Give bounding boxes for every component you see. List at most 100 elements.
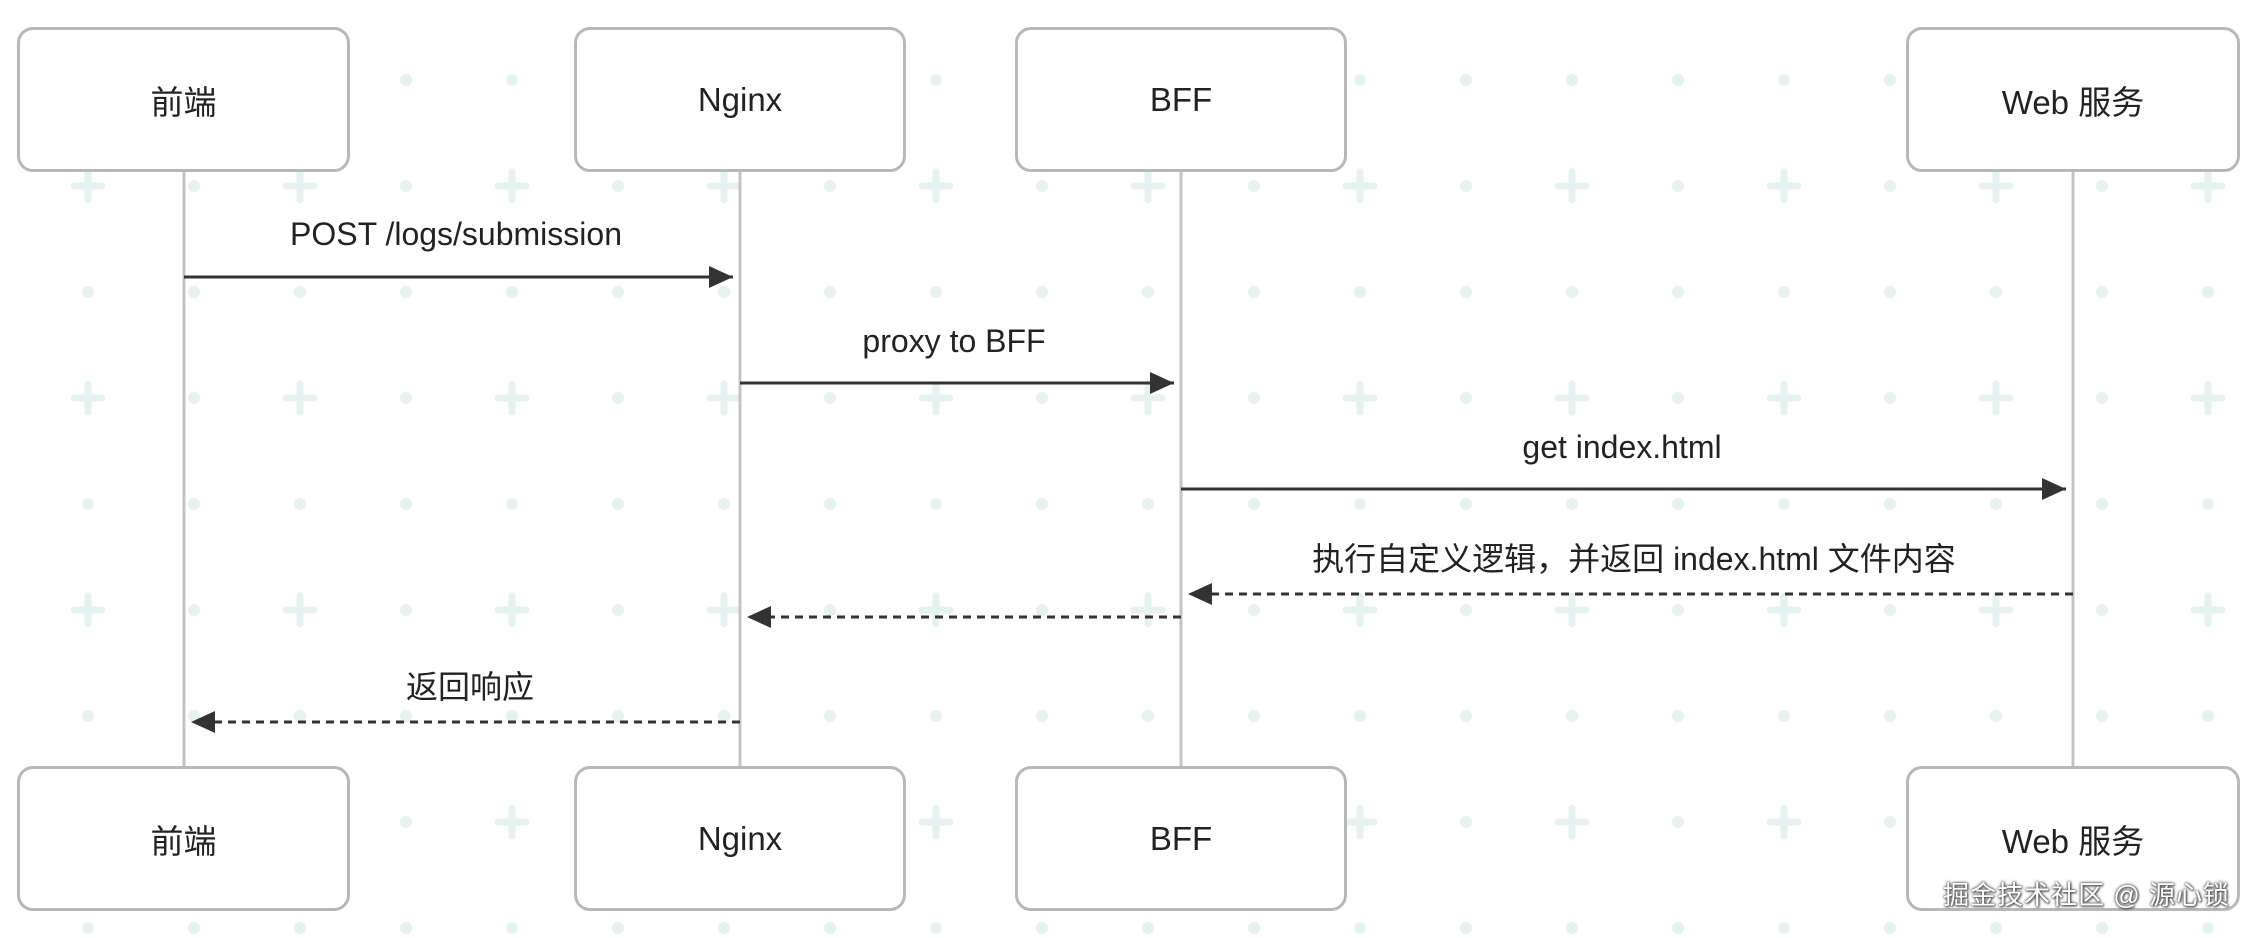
- background-plus-mark: [1554, 168, 1590, 204]
- background-dot: [400, 180, 412, 192]
- background-dot: [400, 74, 412, 86]
- background-dot: [294, 710, 306, 722]
- background-dot: [824, 392, 836, 404]
- background-dot: [1672, 922, 1684, 934]
- background-dot: [718, 922, 730, 934]
- background-dot: [1036, 180, 1048, 192]
- background-dot: [1248, 604, 1260, 616]
- background-dot: [1884, 392, 1896, 404]
- background-dot: [400, 922, 412, 934]
- background-plus-mark: [706, 168, 742, 204]
- background-plus-mark: [1554, 380, 1590, 416]
- background-dot: [2202, 286, 2214, 298]
- message-label-return-index-html: 执行自定义逻辑，并返回 index.html 文件内容: [1312, 541, 1956, 577]
- background-dot: [1460, 922, 1472, 934]
- background-dot: [612, 922, 624, 934]
- message-label-get-index-html: get index.html: [1522, 429, 1722, 465]
- background-dot: [1566, 286, 1578, 298]
- background-dot: [1142, 710, 1154, 722]
- background-dot: [1672, 816, 1684, 828]
- background-dot: [1990, 710, 2002, 722]
- background-plus-mark: [1342, 804, 1378, 840]
- background-dot: [188, 710, 200, 722]
- background-dot: [294, 498, 306, 510]
- background-dot: [1036, 604, 1048, 616]
- background-dot: [2202, 498, 2214, 510]
- background-dot: [930, 74, 942, 86]
- background-dot: [1036, 392, 1048, 404]
- background-dot: [1248, 286, 1260, 298]
- background-dot: [1672, 498, 1684, 510]
- background-plus-mark: [1766, 168, 1802, 204]
- background-plus-mark: [282, 380, 318, 416]
- background-dot: [1672, 180, 1684, 192]
- background-dot: [612, 498, 624, 510]
- background-plus-mark: [1130, 168, 1166, 204]
- background-plus-mark: [918, 592, 954, 628]
- background-dot: [1354, 922, 1366, 934]
- participant-nginx-top: Nginx: [574, 27, 906, 172]
- background-plus-mark: [2190, 592, 2226, 628]
- background-dot: [1778, 286, 1790, 298]
- arrowhead-get-index-html: [2042, 478, 2066, 500]
- background-dot: [1460, 816, 1472, 828]
- background-plus-mark: [1554, 804, 1590, 840]
- background-dot: [188, 498, 200, 510]
- participant-web-service-bottom: Web 服务: [1906, 766, 2240, 911]
- background-dot: [1142, 286, 1154, 298]
- background-dot: [824, 922, 836, 934]
- background-dot: [1778, 710, 1790, 722]
- background-plus-mark: [918, 804, 954, 840]
- background-dot: [1672, 710, 1684, 722]
- background-dot: [82, 286, 94, 298]
- background-dot: [1566, 922, 1578, 934]
- background-dot: [930, 710, 942, 722]
- background-dot: [188, 604, 200, 616]
- background-dot: [1884, 498, 1896, 510]
- background-plus-mark: [494, 592, 530, 628]
- background-dot: [1778, 922, 1790, 934]
- background-dot: [612, 180, 624, 192]
- background-dot: [1460, 710, 1472, 722]
- background-dot: [930, 498, 942, 510]
- background-dot: [2096, 180, 2108, 192]
- background-dot: [1460, 392, 1472, 404]
- background-dot: [1672, 286, 1684, 298]
- participant-bff-bottom: BFF: [1015, 766, 1347, 911]
- background-dot: [1566, 498, 1578, 510]
- background-plus-mark: [2190, 168, 2226, 204]
- message-label-proxy-to-bff: proxy to BFF: [862, 323, 1046, 359]
- background-dot: [188, 922, 200, 934]
- background-dot: [1142, 922, 1154, 934]
- background-plus-mark: [1342, 380, 1378, 416]
- background-dot: [1990, 498, 2002, 510]
- arrowhead-return-to-nginx: [747, 606, 771, 628]
- background-dot: [400, 604, 412, 616]
- background-plus-mark: [918, 168, 954, 204]
- background-dot: [1248, 180, 1260, 192]
- background-dot: [1248, 710, 1260, 722]
- background-plus-mark: [1978, 592, 2014, 628]
- background-dot: [1884, 710, 1896, 722]
- background-plus-mark: [1342, 592, 1378, 628]
- background-plus-mark: [282, 168, 318, 204]
- background-dot: [400, 498, 412, 510]
- watermark: 掘金技术社区 @ 源心锁: [1943, 880, 2230, 910]
- background-dot: [612, 392, 624, 404]
- background-dot: [1248, 392, 1260, 404]
- background-dot: [188, 180, 200, 192]
- background-dot: [1460, 286, 1472, 298]
- background-dot: [2096, 286, 2108, 298]
- background-dot: [188, 392, 200, 404]
- background-dot: [718, 710, 730, 722]
- background-plus-mark: [1766, 380, 1802, 416]
- background-dot: [1248, 922, 1260, 934]
- background-dot: [82, 498, 94, 510]
- background-dot: [612, 604, 624, 616]
- background-dot: [1354, 710, 1366, 722]
- background-dot: [1036, 498, 1048, 510]
- background-dot: [82, 710, 94, 722]
- background-dot: [188, 286, 200, 298]
